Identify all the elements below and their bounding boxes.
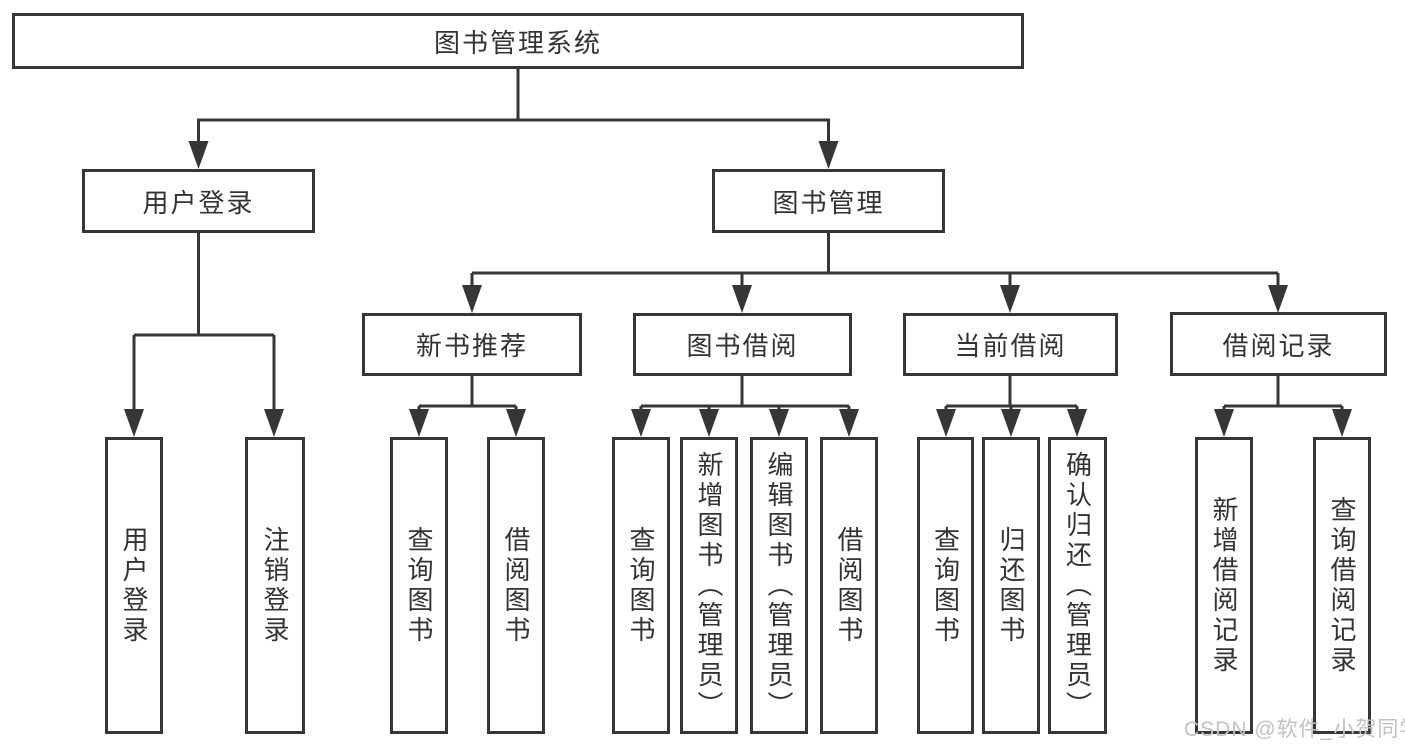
leaf-add-borrow-record: 新增借阅记录 — [1195, 437, 1253, 734]
node-label: 图书借阅 — [686, 331, 799, 361]
node-label: 查询图书 — [404, 525, 434, 646]
node-label: 查询图书 — [930, 525, 961, 646]
leaf-return-books: 归还图书 — [982, 437, 1040, 734]
node-new-book-recommend: 新书推荐 — [362, 313, 582, 376]
leaf-query-books-2: 查询图书 — [612, 437, 670, 734]
node-label: 新书推荐 — [415, 331, 528, 361]
leaf-confirm-return-admin: 确认归还（管理员） — [1048, 437, 1107, 734]
node-book-management: 图书管理 — [712, 169, 945, 233]
node-user-login: 用户登录 — [82, 169, 315, 233]
node-label: 查询借阅记录 — [1327, 495, 1357, 676]
node-book-borrowing: 图书借阅 — [633, 313, 852, 376]
leaf-user-login: 用户登录 — [105, 437, 163, 734]
node-label: 图书管理 — [772, 187, 885, 218]
node-label: 归还图书 — [996, 525, 1026, 646]
leaf-query-borrow-record: 查询借阅记录 — [1313, 437, 1371, 734]
node-label: 查询图书 — [626, 525, 656, 646]
leaf-query-books-3: 查询图书 — [917, 437, 974, 734]
node-label: 借阅图书 — [834, 525, 864, 646]
node-current-borrowing: 当前借阅 — [903, 313, 1118, 376]
csdn-watermark: CSDN @软件_小贺同学 — [1184, 718, 1405, 741]
leaf-logout: 注销登录 — [245, 437, 305, 734]
node-label: 新增借阅记录 — [1209, 495, 1239, 676]
node-label: 注销登录 — [260, 525, 290, 646]
leaf-edit-books-admin: 编辑图书（管理员） — [750, 437, 808, 734]
node-library-management-system: 图书管理系统 — [12, 13, 1024, 69]
node-label: 新增图书（管理员） — [694, 450, 724, 721]
node-label: 借阅图书 — [501, 525, 531, 646]
leaf-query-books-1: 查询图书 — [390, 437, 448, 734]
leaf-add-books-admin: 新增图书（管理员） — [680, 437, 738, 734]
node-label: 借阅记录 — [1222, 330, 1335, 361]
node-borrowing-records: 借阅记录 — [1170, 312, 1387, 376]
node-label: 用户登录 — [142, 187, 255, 218]
node-label: 确认归还（管理员） — [1062, 450, 1093, 721]
node-label: 编辑图书（管理员） — [764, 450, 794, 721]
leaf-borrow-books-1: 借阅图书 — [487, 437, 545, 734]
node-label: 用户登录 — [119, 525, 149, 646]
leaf-borrow-books-2: 借阅图书 — [820, 437, 878, 734]
node-label: 图书管理系统 — [433, 27, 602, 58]
node-label: 当前借阅 — [954, 331, 1067, 361]
